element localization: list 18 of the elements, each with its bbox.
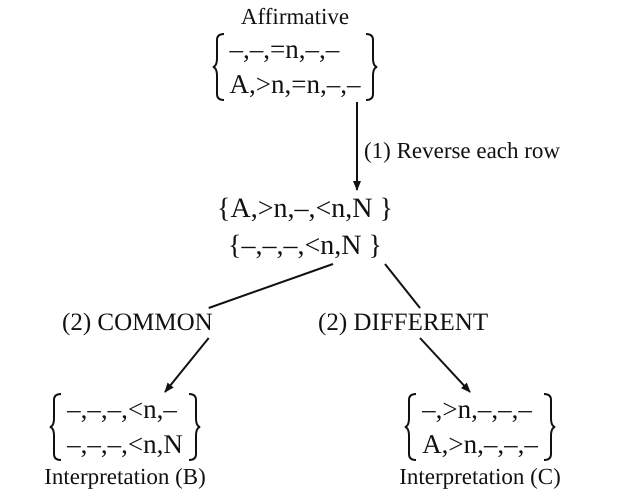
connector-line xyxy=(208,263,334,309)
arrow xyxy=(419,337,471,393)
arrow xyxy=(164,337,210,393)
set-row-text: –,–,=n,–,– xyxy=(230,33,340,66)
interpretation-caption: Interpretation (B) xyxy=(44,463,206,491)
set-heading: Affirmative xyxy=(240,3,350,31)
set-row-text: {–,–,–,<n,N } xyxy=(228,229,382,263)
set-row-text: A,>n,–,–,– xyxy=(422,428,538,461)
set-row-text: {A,>n,–,<n,N } xyxy=(217,192,393,226)
interpretation-caption: Interpretation (C) xyxy=(399,463,561,491)
step-label: (2) COMMON xyxy=(62,308,213,338)
set-row-text: –,–,–,<n,N xyxy=(67,428,183,461)
set-row-text: A,>n,=n,–,– xyxy=(230,68,360,101)
set-row-text: –,>n,–,–,– xyxy=(422,393,533,426)
step-label: (2) DIFFERENT xyxy=(318,308,488,338)
arrow xyxy=(353,102,361,191)
connector-line xyxy=(384,263,421,309)
set-row-text: –,–,–,<n,– xyxy=(67,393,178,426)
